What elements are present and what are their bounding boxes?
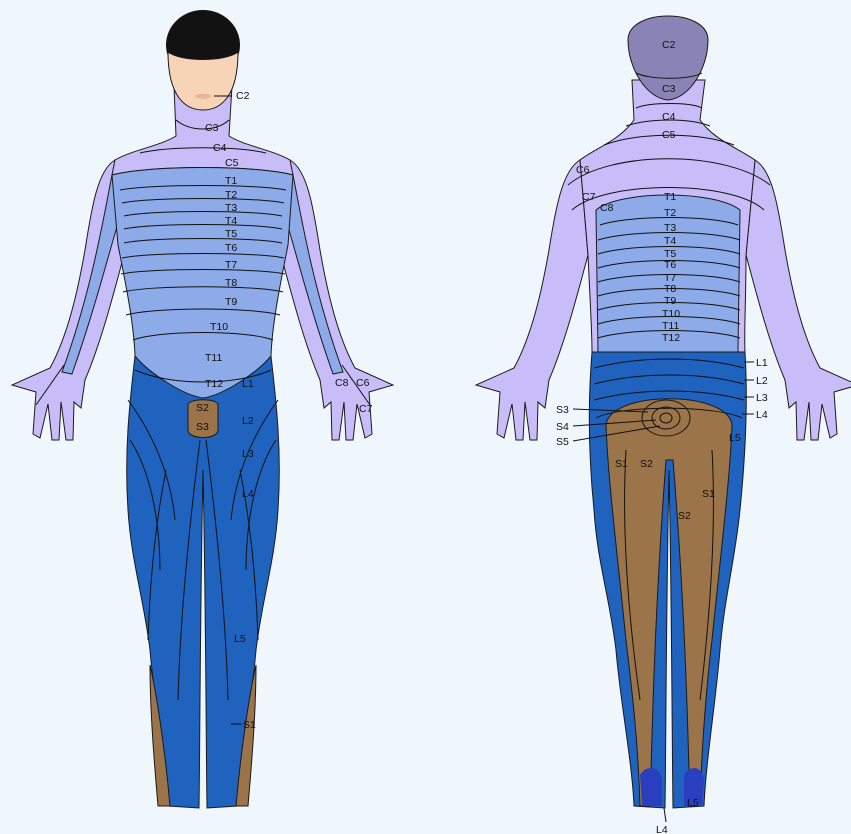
back-label-t1: T1 [664, 191, 676, 203]
back-label-c4: C4 [662, 111, 676, 123]
front-label-l3: L3 [242, 448, 254, 460]
front-label-c6: C6 [356, 377, 370, 389]
front-label-t6: T6 [225, 242, 237, 254]
back-label-l4: L4 [756, 409, 768, 421]
back-figure: C2 C3 C4 C5 C6 C7 C8 T1 T2 T3 T4 T5 T6 T… [476, 16, 851, 834]
back-label-s3: S3 [556, 404, 569, 416]
back-label-c5: C5 [662, 129, 676, 141]
back-label-t6: T6 [664, 259, 676, 271]
back-label-t3: T3 [664, 222, 676, 234]
front-label-c7: C7 [359, 403, 373, 415]
front-label-t3: T3 [225, 202, 237, 214]
back-label-s5: S5 [556, 436, 569, 448]
back-label-l1: L1 [756, 357, 768, 369]
back-label-l5-foot: L5 [687, 797, 699, 809]
back-label-c2: C2 [662, 39, 676, 51]
front-label-t11: T11 [205, 352, 222, 364]
front-label-t4: T4 [225, 215, 237, 227]
front-label-l2: L2 [242, 415, 254, 427]
front-figure: C2 C3 C4 C5 T1 T2 T3 T4 T5 T6 T7 T8 T9 T… [12, 10, 393, 808]
back-label-t8: T8 [664, 283, 676, 295]
front-label-c3: C3 [205, 122, 219, 134]
back-label-l5: L5 [729, 432, 741, 444]
front-label-s2: S2 [196, 402, 209, 414]
back-label-l2: L2 [756, 375, 768, 387]
front-label-t1: T1 [225, 175, 237, 187]
back-label-t2: T2 [664, 207, 676, 219]
back-s3-s5-rings [642, 400, 690, 436]
back-label-c8: C8 [600, 202, 614, 214]
back-label-s2-right: S2 [678, 510, 691, 522]
back-label-c6: C6 [576, 164, 590, 176]
back-label-c7: C7 [582, 191, 596, 203]
back-label-t11: T11 [662, 320, 679, 332]
back-label-c3: C3 [662, 83, 676, 95]
front-label-t12: T12 [205, 378, 223, 390]
front-label-c5: C5 [225, 157, 239, 169]
front-label-l4: L4 [242, 488, 254, 500]
front-label-t7: T7 [225, 259, 237, 271]
back-label-t10: T10 [662, 308, 680, 320]
back-label-s1-right: S1 [702, 488, 715, 500]
front-label-l5: L5 [234, 633, 246, 645]
front-label-t5: T5 [225, 228, 237, 240]
back-label-t4: T4 [664, 235, 676, 247]
back-label-l4-foot: L4 [656, 824, 668, 834]
back-label-s4: S4 [556, 421, 569, 433]
back-label-l3: L3 [756, 392, 768, 404]
back-label-t12: T12 [662, 332, 680, 344]
back-label-s1-left: S1 [615, 458, 628, 470]
front-label-c2: C2 [236, 90, 250, 102]
back-right-foot-patch [640, 768, 662, 806]
front-label-t10: T10 [210, 321, 228, 333]
front-label-l1: L1 [242, 378, 254, 390]
back-label-t9: T9 [664, 295, 676, 307]
back-right-arm [476, 160, 588, 440]
front-label-t2: T2 [225, 189, 237, 201]
front-label-c8: C8 [335, 377, 349, 389]
front-label-c4: C4 [213, 142, 227, 154]
front-label-t9: T9 [225, 296, 237, 308]
back-label-s2-left: S2 [640, 458, 653, 470]
front-label-s1: S1 [243, 719, 256, 731]
front-label-s3: S3 [196, 421, 209, 433]
front-label-t8: T8 [225, 277, 237, 289]
